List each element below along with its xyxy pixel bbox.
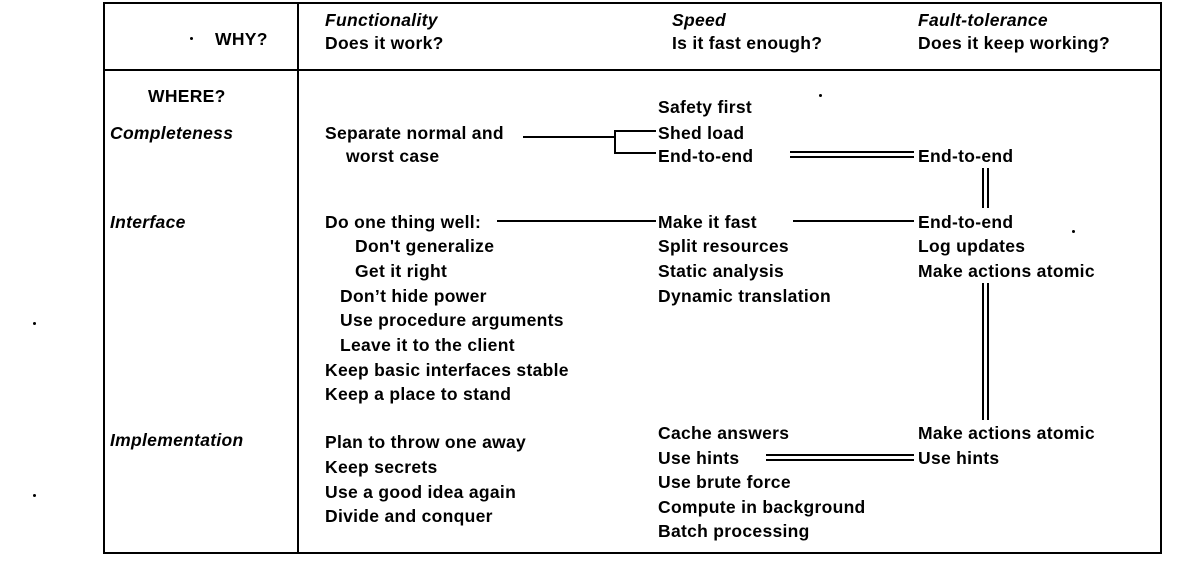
- interface-func-5: Use procedure arguments: [340, 310, 564, 330]
- interface-func-7: Keep basic interfaces stable: [325, 360, 569, 380]
- completeness-fault-1: End-to-end: [918, 146, 1014, 166]
- connector-to-end-to-end: [614, 137, 656, 154]
- implementation-func-3: Use a good idea again: [325, 482, 517, 502]
- connector-to-shed-load: [614, 130, 656, 137]
- interface-speed-2: Split resources: [658, 236, 789, 256]
- implementation-speed-3: Use brute force: [658, 472, 791, 492]
- scan-speck: [190, 37, 193, 40]
- scan-speck: [1072, 230, 1075, 233]
- completeness-label: Completeness: [110, 123, 234, 143]
- interface-label: Interface: [110, 212, 186, 232]
- completeness-speed-1: Safety first: [658, 97, 753, 117]
- implementation-speed-4: Compute in background: [658, 497, 866, 517]
- implementation-speed-1: Cache answers: [658, 423, 790, 443]
- completeness-func-1: Separate normal and: [325, 123, 504, 143]
- functionality-question: Does it work?: [325, 33, 444, 53]
- interface-func-3: Get it right: [355, 261, 448, 281]
- why-label: WHY?: [215, 29, 268, 49]
- interface-func-1: Do one thing well:: [325, 212, 482, 232]
- table-frame: [103, 2, 1162, 554]
- implementation-func-1: Plan to throw one away: [325, 432, 527, 452]
- functionality-title: Functionality: [325, 10, 438, 30]
- interface-fault-3: Make actions atomic: [918, 261, 1095, 281]
- scan-speck: [33, 494, 36, 497]
- speed-title: Speed: [672, 10, 727, 30]
- completeness-speed-2: Shed load: [658, 123, 745, 143]
- implementation-fault-1: Make actions atomic: [918, 423, 1095, 443]
- interface-speed-4: Dynamic translation: [658, 286, 831, 306]
- fault-tolerance-title: Fault-tolerance: [918, 10, 1048, 30]
- implementation-fault-2: Use hints: [918, 448, 1000, 468]
- implementation-func-4: Divide and conquer: [325, 506, 493, 526]
- interface-fault-2: Log updates: [918, 236, 1026, 256]
- implementation-speed-5: Batch processing: [658, 521, 810, 541]
- interface-speed-1: Make it fast: [658, 212, 757, 232]
- header-divider: [103, 69, 1162, 71]
- interface-speed-3: Static analysis: [658, 261, 785, 281]
- implementation-func-2: Keep secrets: [325, 457, 438, 477]
- fault-tolerance-question: Does it keep working?: [918, 33, 1111, 53]
- completeness-speed-3: End-to-end: [658, 146, 754, 166]
- speed-question: Is it fast enough?: [672, 33, 823, 53]
- scan-speck: [33, 322, 36, 325]
- scan-speck: [819, 94, 822, 97]
- implementation-label: Implementation: [110, 430, 244, 450]
- interface-func-4: Don’t hide power: [340, 286, 487, 306]
- interface-fault-1: End-to-end: [918, 212, 1014, 232]
- interface-func-8: Keep a place to stand: [325, 384, 512, 404]
- column-divider: [297, 2, 299, 554]
- where-label: WHERE?: [148, 86, 226, 106]
- completeness-func-2: worst case: [346, 146, 440, 166]
- interface-func-2: Don't generalize: [355, 236, 495, 256]
- interface-func-6: Leave it to the client: [340, 335, 515, 355]
- implementation-speed-2: Use hints: [658, 448, 740, 468]
